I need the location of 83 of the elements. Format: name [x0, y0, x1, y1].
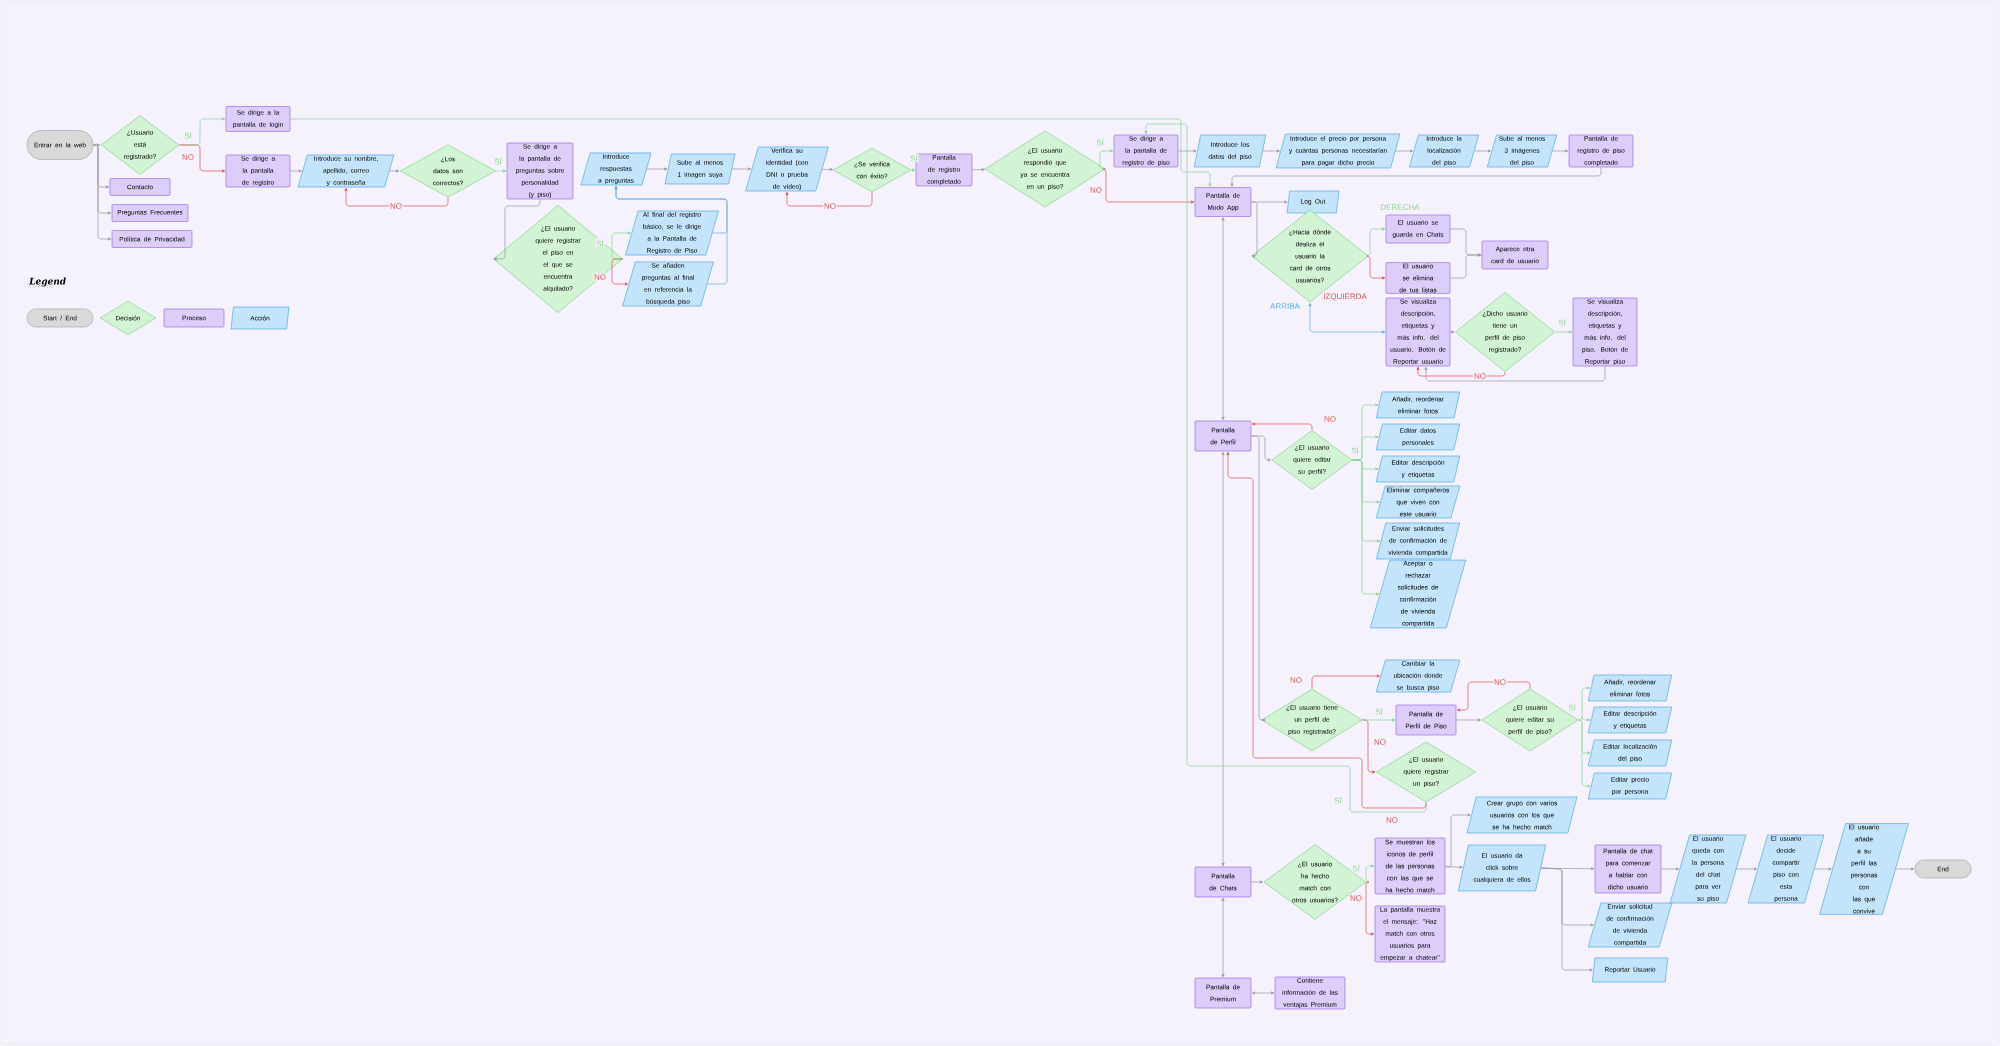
edge-label: NO	[1323, 415, 1337, 423]
arrow	[1230, 167, 1602, 187]
double-arrow	[1251, 991, 1275, 995]
arrow	[1450, 253, 1482, 279]
edge-label: SÍ	[183, 130, 193, 140]
arrow	[1814, 867, 1832, 871]
double-arrow	[1221, 217, 1225, 421]
arrow	[1578, 716, 1591, 722]
arrow	[1450, 330, 1455, 334]
arrow	[972, 168, 985, 172]
edge-label: NO	[1493, 678, 1507, 686]
arrow	[1661, 867, 1679, 871]
arrow	[1262, 149, 1280, 153]
edge-label: NO	[593, 273, 607, 281]
edge-label: ARRIBA	[1269, 302, 1301, 310]
edge-label: SÍ	[1350, 445, 1360, 455]
edge-label: NO	[1385, 816, 1399, 824]
arrow	[611, 258, 629, 286]
arrow	[93, 143, 101, 147]
arrow	[1099, 149, 1114, 170]
arrow	[290, 169, 302, 173]
edge-label: NO	[389, 202, 403, 210]
arrow	[1474, 149, 1491, 153]
edge-label: NO	[1373, 738, 1387, 746]
edge-label: SÍ	[1557, 317, 1567, 327]
edge-label: NO	[823, 202, 837, 210]
arrow	[1395, 149, 1413, 153]
edge-label: NO	[1289, 676, 1303, 684]
edge-label: NO	[181, 153, 195, 161]
arrow	[495, 169, 507, 173]
arrow	[646, 167, 668, 171]
edge-label: NO	[1473, 372, 1487, 380]
edge-label: SÍ	[1567, 702, 1577, 712]
arrow	[1251, 201, 1258, 258]
arrow	[93, 144, 112, 241]
arrow	[1365, 864, 1375, 883]
arrow	[731, 167, 752, 171]
arrow	[1366, 255, 1386, 280]
double-arrow	[1221, 451, 1225, 867]
arrow	[1226, 451, 1427, 809]
arrow	[1251, 880, 1263, 884]
arrow	[1736, 867, 1757, 871]
legend-title: Legend	[29, 277, 66, 287]
arrow	[1144, 123, 1427, 813]
arrow	[1365, 881, 1375, 936]
arrow	[1251, 435, 1266, 722]
arrow	[1102, 168, 1195, 204]
arrow	[1456, 681, 1531, 712]
arrow	[1178, 149, 1197, 153]
edge-label: NO	[1349, 894, 1363, 902]
edge-label: SÍ	[1095, 137, 1105, 147]
arrow	[179, 144, 226, 173]
edge-label: NO	[1089, 186, 1103, 194]
arrow	[1362, 719, 1376, 774]
edge-label: SÍ	[1333, 795, 1343, 805]
edge-label: IZQUIERDA	[1322, 292, 1368, 302]
edge-label: SÍ	[1351, 863, 1361, 873]
arrow	[290, 118, 1212, 187]
arrow	[911, 168, 916, 172]
arrow	[1445, 813, 1471, 868]
arrow	[1416, 366, 1506, 377]
edge-label: SÍ	[595, 238, 605, 248]
edge-label: DERECHA	[1379, 203, 1421, 211]
arrow	[1311, 674, 1380, 689]
arrow	[1456, 718, 1481, 722]
double-arrow	[1221, 897, 1225, 978]
arrow	[1554, 330, 1573, 334]
arrow	[1552, 149, 1569, 153]
arrow	[1445, 865, 1463, 869]
arrow	[1424, 366, 1606, 382]
double-arrow	[1308, 303, 1386, 334]
arrow	[1366, 227, 1386, 257]
arrow	[611, 231, 631, 260]
arrow	[1352, 459, 1380, 596]
arrow	[821, 168, 833, 172]
arrow	[1251, 422, 1313, 431]
arrow	[1540, 867, 1593, 972]
arrow	[389, 169, 400, 173]
arrow	[1895, 867, 1915, 871]
edge-label: SÍ	[1374, 706, 1384, 716]
edge-label: SÍ	[909, 153, 919, 163]
arrow	[785, 191, 873, 207]
arrow	[1578, 719, 1591, 788]
